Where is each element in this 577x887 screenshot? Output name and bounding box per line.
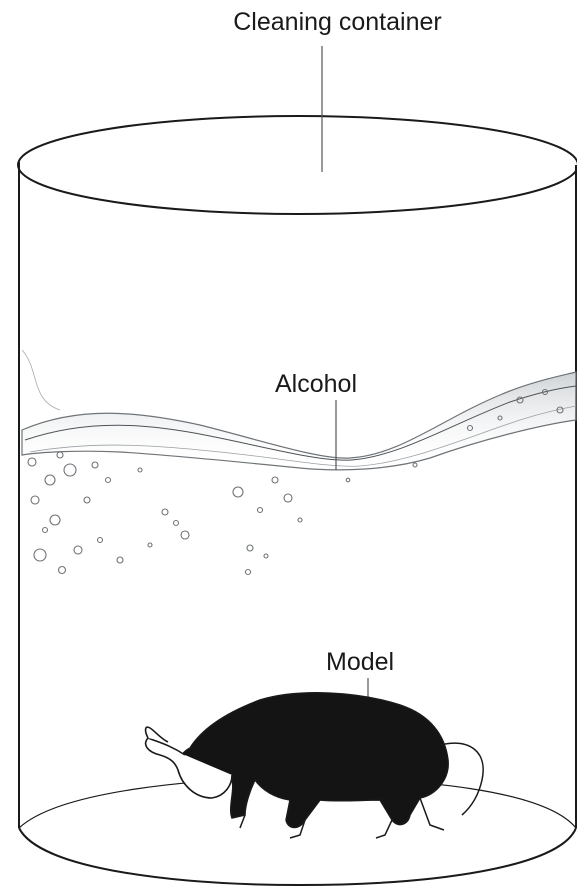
container-label-text: Cleaning container: [233, 8, 441, 36]
alcohol-label: Alcohol: [275, 370, 357, 399]
model-label: Model: [326, 648, 394, 677]
bull-body: [180, 693, 449, 828]
container-label: Cleaning container: [0, 8, 577, 37]
bull-model: [146, 693, 484, 838]
alcohol-liquid: [22, 350, 576, 470]
container-bottom-front: [19, 828, 576, 885]
container-top-rim: [18, 116, 577, 214]
